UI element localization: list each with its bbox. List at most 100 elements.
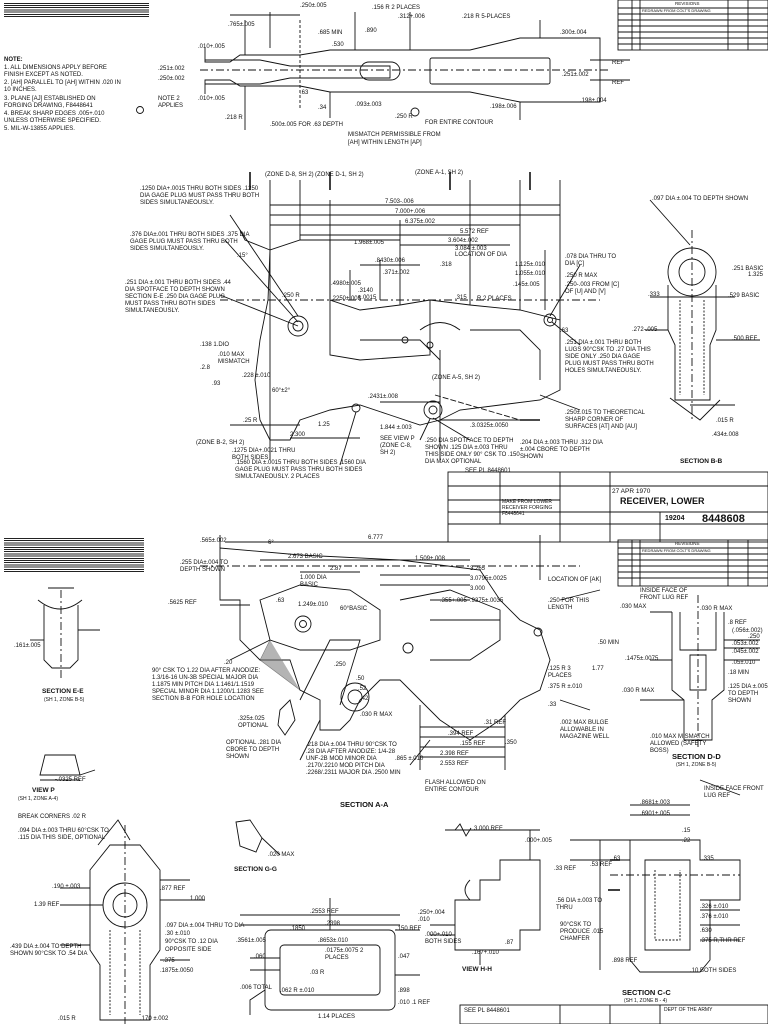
- bl-dim-12: .1875±.0050: [160, 968, 194, 974]
- dim-top-16: .63: [300, 90, 309, 96]
- revision-block-top: [617, 0, 768, 51]
- dim-top-6: .312+.006: [398, 14, 425, 20]
- dim-top-21: .198±.006: [490, 104, 517, 110]
- section-cc-outline: [570, 779, 741, 973]
- dim-top-25: .300±.004: [560, 30, 587, 36]
- side-note-2: .251 DIA ±.001 THRU BOTH SIDES .44 DIA S…: [125, 280, 231, 314]
- side-dim-31: 2.300: [290, 432, 306, 438]
- side-note-9: SEE PL 8448601: [465, 468, 511, 474]
- aa-dim-35: .250: [334, 662, 346, 668]
- aa-dim-11: 3.265: [470, 566, 486, 572]
- side-dim-21: .250 R MAX: [565, 273, 598, 279]
- aa-note-1: .218 DIA ±.004 THRU 90°CSK TO .28 DIA AF…: [306, 742, 401, 776]
- drawing-number: 8448608: [702, 513, 745, 525]
- bm-dim-4: .1850: [290, 926, 306, 932]
- dd-dim-3: .030 R MAX: [622, 688, 655, 694]
- aa-dim-30: FLASH ALLOWED ON ENTIRE CONTOUR: [425, 780, 486, 793]
- side-dim-39: (ZONE B-2, SH 2): [196, 440, 245, 446]
- aa-dim-9: 60°BASIC: [340, 606, 368, 612]
- side-dim-2: (ZONE A-1, SH 2): [415, 170, 464, 176]
- bb-dim-4: .529 BASIC: [728, 293, 760, 299]
- dd-dim-9: .8 REF: [728, 620, 747, 626]
- part-name: RECEIVER, LOWER: [620, 496, 705, 506]
- bl-dim-2: .190 ±.003: [52, 884, 81, 890]
- dim-top-3: .530: [332, 42, 344, 48]
- bm-dim-9: .03 R: [310, 970, 325, 976]
- dd-dim-6: .125 DIA ±.005 TO DEPTH SHOWN: [728, 684, 768, 704]
- note-3: 3. PLANE [AJ] ESTABLISHED ON FORGING DRA…: [4, 96, 96, 109]
- dim-top-2: .685 MIN: [318, 30, 343, 36]
- bm-dim-17: .167+.010: [472, 950, 499, 956]
- dd-dim-12: .05±.010: [732, 660, 756, 666]
- cc-dim-16: .898 REF: [612, 958, 638, 964]
- bb-dim-3: .333: [648, 292, 660, 298]
- dim-top-15: .34: [318, 105, 327, 111]
- dim-top-20: FOR ENTIRE CONTOUR: [425, 120, 494, 126]
- view-hh-outline: [430, 823, 541, 965]
- note-5: 5. MIL-W-13855 APPLIES.: [4, 126, 75, 132]
- bm-dim-8: .047: [398, 954, 410, 960]
- bm-dim-7: .0175±.0075 2 PLACES: [325, 948, 364, 961]
- bm-dim-3: .8653±.010: [318, 938, 348, 944]
- note-1: 1. ALL DIMENSIONS APPLY BEFORE FINISH EX…: [4, 65, 107, 78]
- dim-top-4: .890: [365, 28, 377, 34]
- aa-dim-0: .565±.002: [200, 538, 227, 544]
- bl-dim-5: 1.39 REF: [34, 902, 60, 908]
- side-dim-30: .25 R: [243, 418, 258, 424]
- side-dim-23: .63: [560, 328, 569, 334]
- side-dim-7: 3.604±.002: [448, 238, 478, 244]
- bl-dim-14: .170 ±.002: [140, 1016, 169, 1022]
- revision-header-top: REVISIONS: [675, 1, 700, 6]
- footer-see-pl: SEE PL 8448601: [464, 1008, 510, 1014]
- bm-dim-18: .87: [505, 940, 514, 946]
- bm-dim-0: .2553 REF: [310, 909, 339, 915]
- bb-dim-8: .434±.008: [712, 432, 739, 438]
- revision-header-mid: REVISIONS: [675, 541, 700, 546]
- section-dd-sub: (SH 1, ZONE B-5): [676, 762, 717, 768]
- aa-dim-6: 1.249±.010: [298, 602, 328, 608]
- bm-dim-16: .000+.010 BOTH SIDES: [425, 932, 462, 945]
- side-note-0: .1250 DIA+.0015 THRU BOTH SIDES .1250 DI…: [140, 186, 260, 206]
- side-note-7: .250 DIA SPOTFACE TO DEPTH SHOWN .125 DI…: [425, 438, 520, 465]
- side-dim-3: 7.503-.006: [385, 199, 414, 205]
- dim-top-0: .765±.005: [228, 22, 255, 28]
- section-gg-outline: [235, 819, 281, 856]
- dim-top-5: .156 R 2 PLACES: [372, 5, 421, 11]
- redacted-notice-left: [4, 538, 144, 572]
- view-p-dim: -.0325 REF: [55, 777, 86, 783]
- footer-dept: DEPT OF THE ARMY: [664, 1007, 713, 1013]
- bm-dim-10: .062 R ±.010: [280, 988, 315, 994]
- gg-dim: .020 MAX: [268, 852, 295, 858]
- dd-dim-8: .250: [748, 634, 760, 640]
- aa-dim-36: .20: [224, 660, 233, 666]
- side-note-4: .251 DIA ±.001 THRU BOTH LUGS 90°CSK TO …: [565, 340, 654, 374]
- side-dim-20: .078 DIA THRU TO DIA [C]: [565, 254, 617, 267]
- side-note-3: .1560 DIA ±.0015 THRU BOTH SIDES .1560 D…: [235, 460, 366, 480]
- dim-top-8: .010+.005: [198, 44, 225, 50]
- note-2: 2. [AH] PARALLEL TO [AH] WITHIN .020 IN …: [4, 80, 121, 93]
- side-dim-13: .2250±.005: [331, 296, 361, 302]
- note-4: 4. BREAK SHARP EDGES .005+.010 UNLESS OT…: [4, 111, 105, 124]
- cc-dim-7: .33 REF: [554, 866, 577, 872]
- title-block-lines: [447, 471, 768, 543]
- bb-dim-2: 1.325: [748, 272, 764, 278]
- section-bb-title: SECTION B-B: [680, 458, 723, 465]
- side-dim-16: R.2 PLACES: [477, 296, 512, 302]
- cage-code: 19204: [665, 515, 685, 522]
- side-note-6: .204 DIA ±.003 THRU .312 DIA ±.004 CBORE…: [520, 440, 603, 460]
- dd-dim-7: .18 MIN: [728, 670, 750, 676]
- revision-block-mid: [617, 539, 768, 587]
- side-dim-22: .250-.003 FROM [C] OF [U] AND [V]: [565, 282, 620, 295]
- dim-top-23: MISMATCH PERMISSIBLE FROM: [348, 132, 441, 138]
- side-dim-11: .371±.002: [383, 270, 410, 276]
- aa-dim-1: 6.777: [368, 535, 384, 541]
- aa-dim-3: .255 DIA±.004 TO DEPTH SHOWN: [180, 560, 229, 573]
- aa-note-3: OPTIONAL .281 DIA CBORE TO DEPTH SHOWN: [226, 740, 281, 760]
- cc-dim-10: 90°CSK TO PRODUCE .015 CHAMFER: [560, 922, 604, 942]
- side-dim-5: 6.375±.002: [405, 219, 435, 225]
- cc-dim-6: .53 REF: [590, 862, 613, 868]
- bm-dim-5: .150 REF: [396, 926, 422, 932]
- side-dim-0: (ZONE D-8, SH 2): [265, 172, 314, 178]
- section-aa-outline: [200, 535, 601, 770]
- cc-dim-15: .10 BOTH SIDES: [690, 968, 737, 974]
